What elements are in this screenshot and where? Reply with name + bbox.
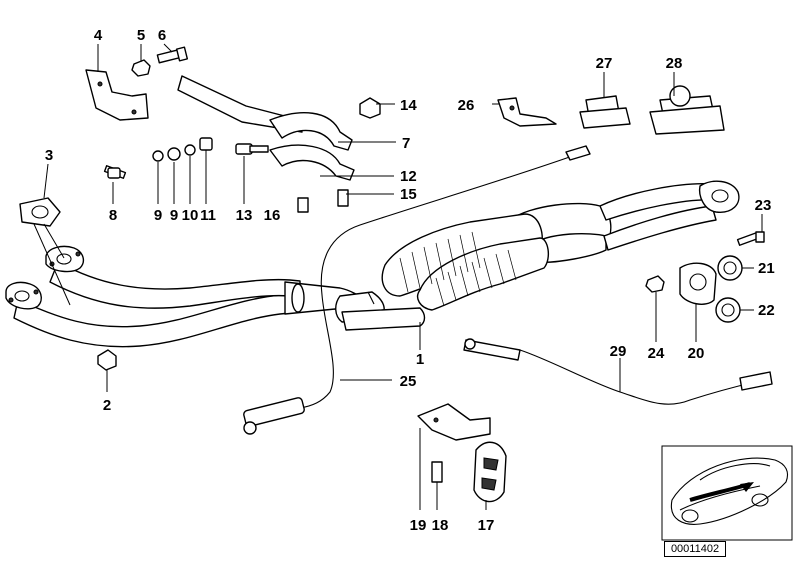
bracket-26: [497, 97, 557, 127]
label-part-12: 12: [400, 168, 417, 185]
label-part-15: 15: [400, 186, 417, 203]
label-part-9b: 9: [170, 207, 178, 224]
bracket-4: [85, 69, 149, 121]
nut-5: [131, 59, 151, 77]
label-part-8: 8: [109, 207, 117, 224]
label-part-17: 17: [478, 517, 495, 534]
diagram-reference-number: 00011402: [664, 541, 726, 557]
label-part-20: 20: [688, 345, 705, 362]
part-labels: 4 5 6 14 7 12 15 3 8 9 9 10 11 13 16 26 …: [45, 27, 775, 534]
oxygen-sensor-front: [243, 145, 591, 435]
label-part-5: 5: [137, 27, 145, 44]
nut-24: [645, 275, 665, 293]
gasket-3: [19, 197, 61, 227]
oxygen-sensor-rear: [463, 338, 773, 405]
mount-28: [649, 85, 725, 135]
hanger-bracket: [177, 75, 355, 181]
label-part-7: 7: [402, 135, 410, 152]
bracket-19: [417, 403, 491, 441]
label-part-14: 14: [400, 97, 417, 114]
bolts-15-16: [297, 189, 349, 213]
bolt-8: [103, 165, 127, 179]
label-part-1: 1: [416, 351, 424, 368]
front-pipe-assembly: [5, 245, 366, 348]
bolt-18: [431, 461, 443, 483]
label-part-22: 22: [758, 302, 775, 319]
bolt-13: [235, 143, 269, 155]
label-part-24: 24: [648, 345, 665, 362]
label-part-9a: 9: [154, 207, 162, 224]
nut-2: [97, 349, 117, 371]
label-part-25: 25: [400, 373, 417, 390]
label-part-16: 16: [264, 207, 281, 224]
bolt-23: [736, 231, 765, 246]
label-part-13: 13: [236, 207, 253, 224]
mount-27: [579, 95, 631, 129]
catalytic-converter-assembly: [335, 180, 740, 331]
label-part-2: 2: [103, 397, 111, 414]
label-part-11: 11: [200, 207, 216, 224]
label-part-6: 6: [158, 27, 166, 44]
inset-car-locator: [661, 445, 793, 541]
label-part-21: 21: [758, 260, 775, 277]
nut-14: [359, 97, 381, 119]
ring-20-21-22: [679, 255, 743, 323]
washers-9-11: [152, 137, 213, 162]
label-part-27: 27: [596, 55, 613, 72]
label-part-23: 23: [755, 197, 772, 214]
label-part-28: 28: [666, 55, 683, 72]
label-part-18: 18: [432, 517, 449, 534]
label-part-19: 19: [410, 517, 427, 534]
label-part-26: 26: [458, 97, 475, 114]
label-part-29: 29: [610, 343, 627, 360]
label-part-3: 3: [45, 147, 53, 164]
label-part-4: 4: [94, 27, 103, 44]
bolt-6: [156, 46, 189, 64]
rubber-mount-17: [473, 441, 507, 503]
label-part-10: 10: [182, 207, 199, 224]
leader-lines: [33, 43, 763, 510]
